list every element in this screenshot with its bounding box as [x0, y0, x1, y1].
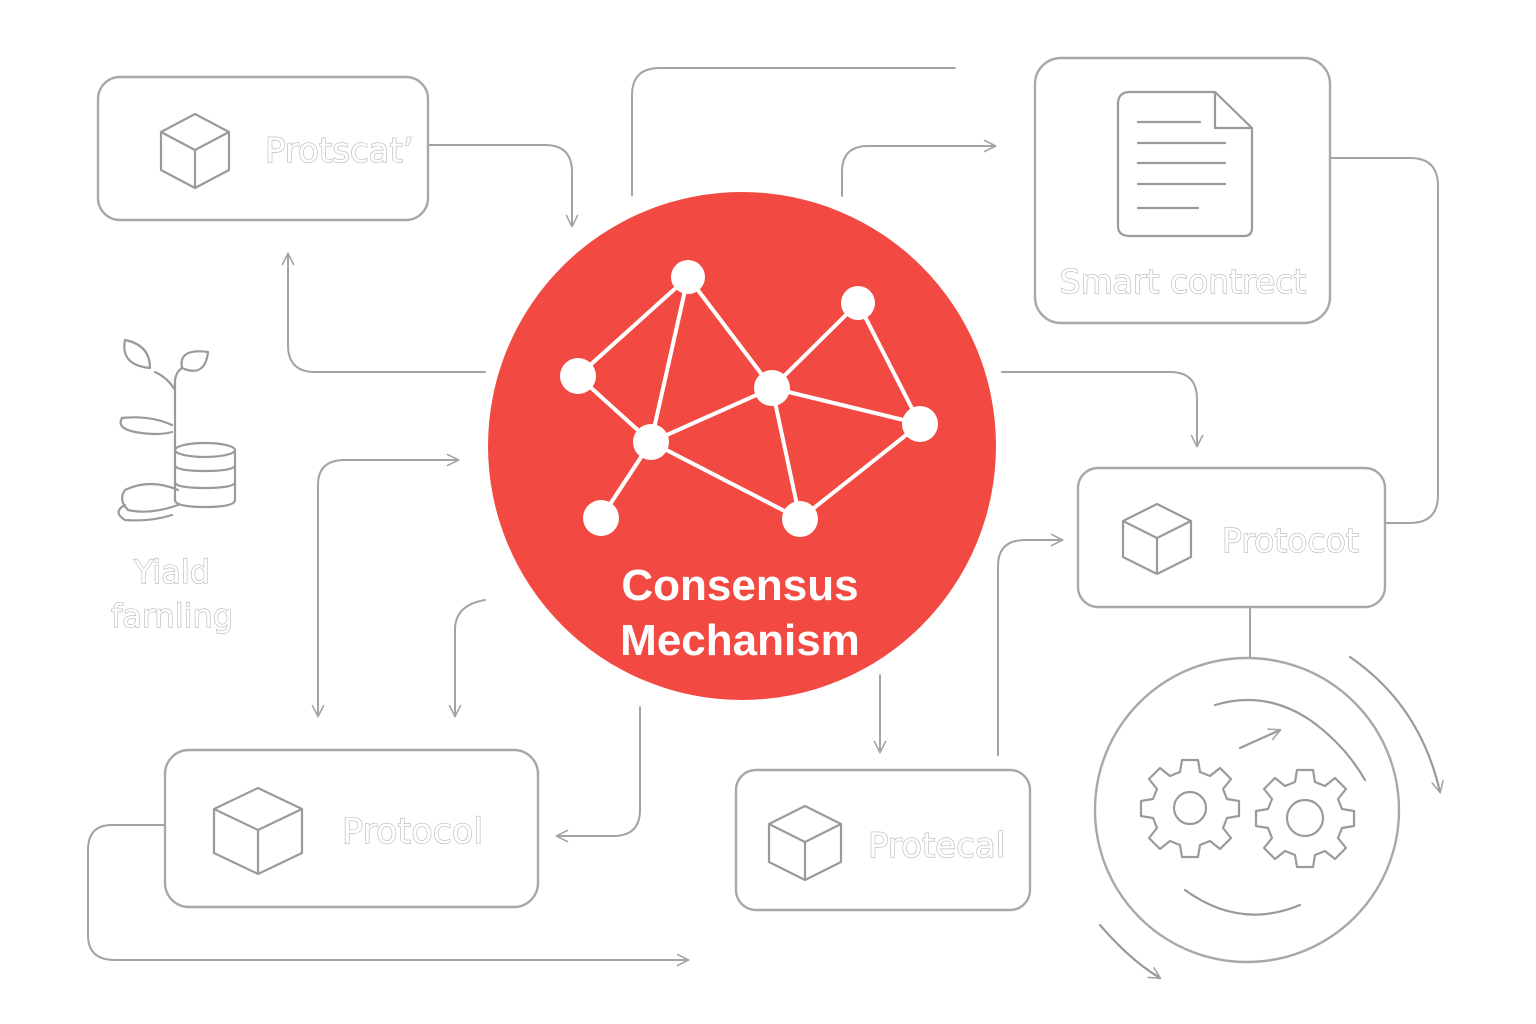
protscat-box — [96, 75, 430, 222]
connector-center-to-smart-contract — [841, 139, 997, 197]
center-title-line1: Consensus — [621, 561, 858, 610]
yield-farming-label-line2: farnling — [111, 597, 233, 635]
network-icon — [560, 260, 938, 537]
connectors — [87, 67, 1439, 967]
gear-icon — [1139, 758, 1241, 859]
plant-coins-icon — [117, 338, 237, 522]
node-protocol[interactable]: Protocol — [163, 748, 540, 909]
document-icon — [1116, 90, 1254, 238]
connector-center-to-protocol — [448, 599, 486, 718]
connector-smart-contract-to-protocot — [1329, 157, 1439, 524]
smart-contract-box — [1033, 56, 1332, 325]
gear-icon — [1254, 768, 1356, 869]
protscat-label: Protscat’ — [265, 131, 414, 171]
connector-protecal-to-protocot — [997, 533, 1064, 756]
node-protecal[interactable]: Protecal — [734, 768, 1032, 912]
consensus-mechanism-node[interactable]: Consensus Mechanism — [488, 192, 996, 700]
center-title-line2: Mechanism — [620, 616, 860, 665]
connector-left-to-center — [317, 453, 460, 716]
connector-protscat-to-center — [427, 144, 579, 228]
gears-cycle-icon — [1098, 655, 1444, 980]
protocol-label: Protocol — [342, 812, 483, 852]
connector-center-to-protscat — [281, 252, 486, 373]
smart-contract-label: Smart contrect — [1060, 262, 1307, 301]
gears-circle — [1093, 656, 1401, 964]
yield-farming-label-line1: Yiald — [133, 553, 210, 591]
protecal-label: Protecal — [868, 826, 1005, 866]
protecal-box — [734, 768, 1032, 912]
node-yield-farming[interactable]: Yiald farnling — [110, 338, 237, 636]
cube-icon — [159, 112, 231, 190]
cube-icon — [212, 786, 304, 876]
node-smart-contract[interactable]: Smart contrect — [1033, 56, 1332, 325]
node-gears[interactable] — [1093, 655, 1444, 980]
connector-center-down-to-protocol — [555, 706, 641, 843]
cube-icon — [1121, 502, 1193, 576]
connector-center-top-line — [631, 67, 956, 196]
connector-center-to-protocot — [1001, 371, 1204, 448]
cube-icon — [767, 804, 843, 882]
node-protscat[interactable]: Protscat’ — [96, 75, 430, 222]
connector-protocol-bottom-loop — [87, 824, 690, 967]
node-protocot[interactable]: Protocot — [1076, 466, 1387, 609]
protocot-label: Protocot — [1222, 521, 1359, 560]
center-circle — [488, 192, 996, 700]
